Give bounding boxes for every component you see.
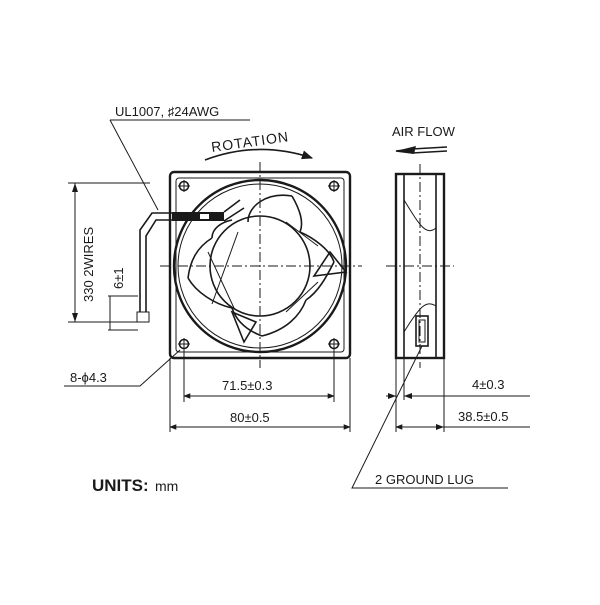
wire-strip-label: 6±1 [111,267,126,289]
wire-spec: UL1007, ♯24AWG [109,104,250,211]
hole-pitch-label: 71.5±0.3 [222,378,273,393]
ground-lug-label: 2 GROUND LUG [375,472,474,487]
depth-label: 38.5±0.5 [458,409,509,424]
wire-1 [139,212,172,312]
ground-lug-leader [351,345,508,489]
units-label: UNITS: [92,476,149,495]
rotation-indicator: ROTATION [204,128,314,161]
front-center-lines [160,162,362,368]
width-label: 80±0.5 [230,410,270,425]
hole-label: 8-ϕ4.3 [70,370,107,385]
side-center-lines [386,164,454,368]
mounting-holes [178,180,340,350]
side-dimensions: 4±0.3 38.5±0.5 [386,358,530,432]
wire-2 [145,219,172,312]
wire-length-label: 330 2WIRES [81,227,96,302]
wire-ends [136,311,150,323]
air-flow-label: AIR FLOW [392,124,456,139]
air-flow-indicator: AIR FLOW [392,124,456,154]
units-note: UNITS: mm [92,476,178,495]
wire-spec-label: UL1007, ♯24AWG [115,104,219,119]
front-view [160,162,362,368]
ground-lug-callout: 2 GROUND LUG [351,345,508,489]
frame-thickness-label: 4±0.3 [472,377,504,392]
wire-harness [172,212,224,221]
rotation-arrow [204,148,314,161]
units-value: mm [155,478,178,494]
blade-tip [230,310,258,344]
wire-lead: 330 2WIRES 6±1 [68,182,172,331]
front-dimensions: 71.5±0.3 80±0.5 [169,350,351,432]
side-view [386,164,454,368]
wire-spec-leader [109,119,250,211]
hole-callout: 8-ϕ4.3 [64,349,181,387]
ground-lug-slot [418,319,426,343]
blade-tip [312,250,348,278]
hole-leader [64,349,181,387]
